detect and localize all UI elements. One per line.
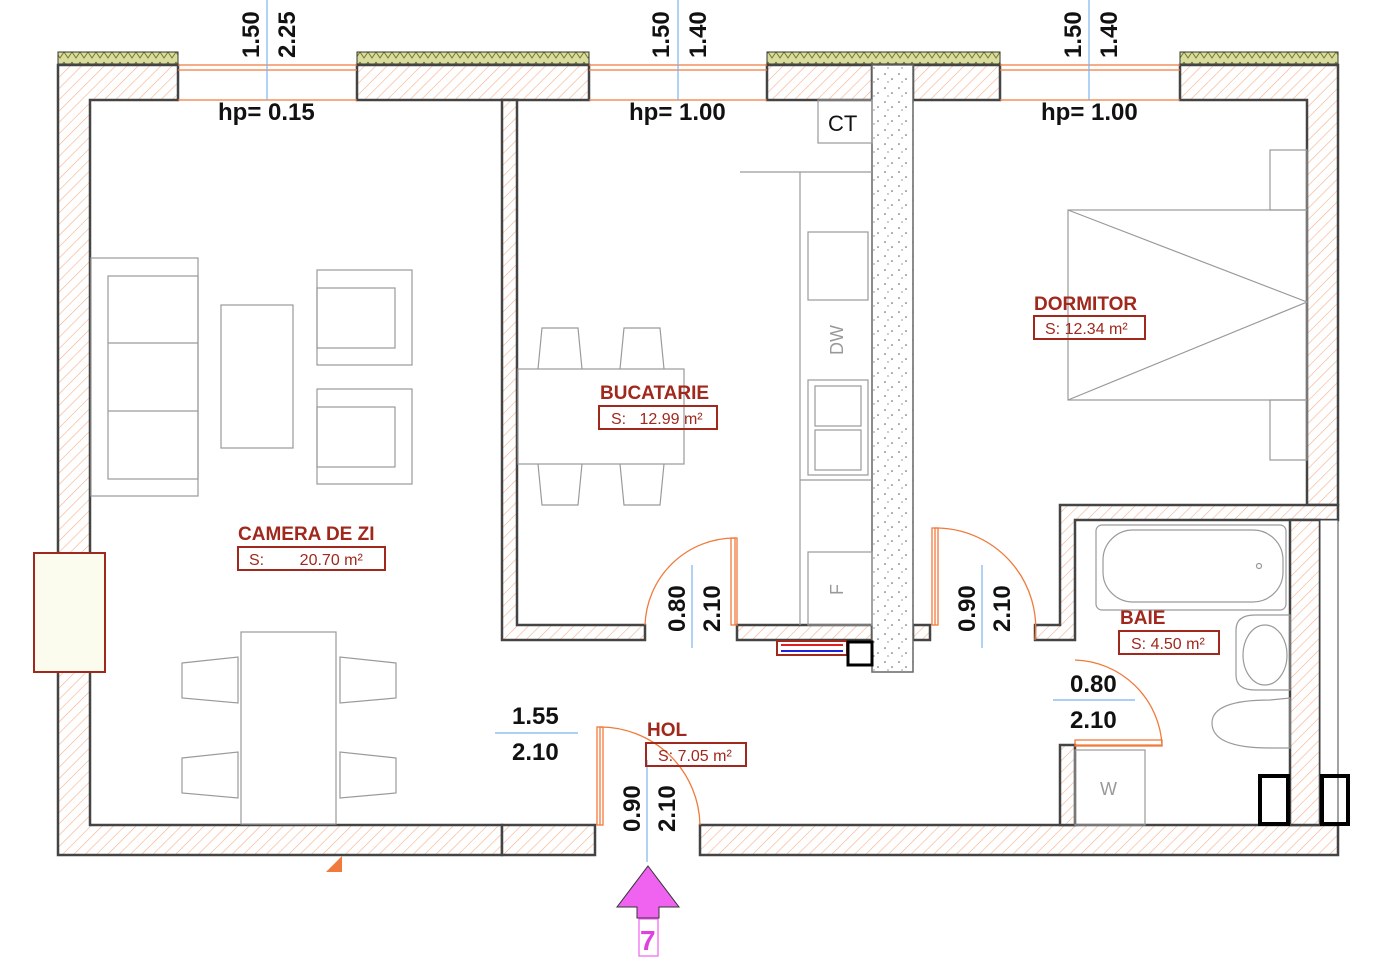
windows <box>178 0 1180 101</box>
window-1-height: 2.25 <box>274 11 301 58</box>
kitchen-furniture <box>517 99 873 626</box>
room-name-kitchen: BUCATARIE <box>600 383 709 404</box>
walls <box>56 63 1340 857</box>
bathroom-fixtures <box>1074 524 1291 826</box>
door-kitchen-height: 2.10 <box>699 585 726 632</box>
entrance-arrow-icon <box>615 865 681 957</box>
boiler-label: CT <box>828 111 857 136</box>
opening-width: 1.55 <box>512 703 559 730</box>
window-2-sill: hp= 1.00 <box>629 99 726 126</box>
room-name-bedroom: DORMITOR <box>1034 294 1137 315</box>
room-area-bedroom: S: 12.34 m² <box>1045 321 1128 338</box>
washer-label: W <box>1100 779 1117 799</box>
dishwasher-label: DW <box>827 325 847 355</box>
room-name-bathroom: BAIE <box>1120 608 1165 629</box>
room-name-living: CAMERA DE ZI <box>238 524 375 545</box>
room-area-living: S: 20.70 m² <box>249 552 363 569</box>
room-area-bathroom: S: 4.50 m² <box>1131 636 1205 653</box>
insulation <box>57 51 1339 65</box>
window-1-width: 1.50 <box>238 11 265 58</box>
opening-height: 2.10 <box>512 739 559 766</box>
room-area-kitchen: S: 12.99 m² <box>611 411 703 428</box>
bath-vent-2 <box>1320 774 1350 826</box>
entrance-number: 7 <box>640 925 656 956</box>
bath-vent <box>1258 774 1290 826</box>
fridge-label: F <box>827 584 847 595</box>
door-bedroom-width: 0.90 <box>954 585 981 632</box>
doors <box>495 527 1163 862</box>
living-furniture <box>90 257 413 825</box>
room-area-hall: S: 7.05 m² <box>658 748 732 765</box>
door-bath-height: 2.10 <box>1070 707 1117 734</box>
room-name-hall: HOL <box>647 720 688 741</box>
heating-pipes <box>776 640 874 667</box>
door-kitchen-width: 0.80 <box>664 585 691 632</box>
door-entry-height: 2.10 <box>654 785 681 832</box>
window-1-sill: hp= 0.15 <box>218 99 315 126</box>
radiator <box>33 552 106 673</box>
window-3-width: 1.50 <box>1060 11 1087 58</box>
bed <box>1067 149 1309 461</box>
door-entry-width: 0.90 <box>619 785 646 832</box>
window-2-height: 1.40 <box>685 11 712 58</box>
door-bath-width: 0.80 <box>1070 671 1117 698</box>
window-3-height: 1.40 <box>1096 11 1123 58</box>
ventilation-shaft <box>871 64 914 673</box>
door-bedroom-height: 2.10 <box>989 585 1016 632</box>
north-marker-icon <box>326 856 342 872</box>
window-2-width: 1.50 <box>648 11 675 58</box>
window-3-sill: hp= 1.00 <box>1041 99 1138 126</box>
